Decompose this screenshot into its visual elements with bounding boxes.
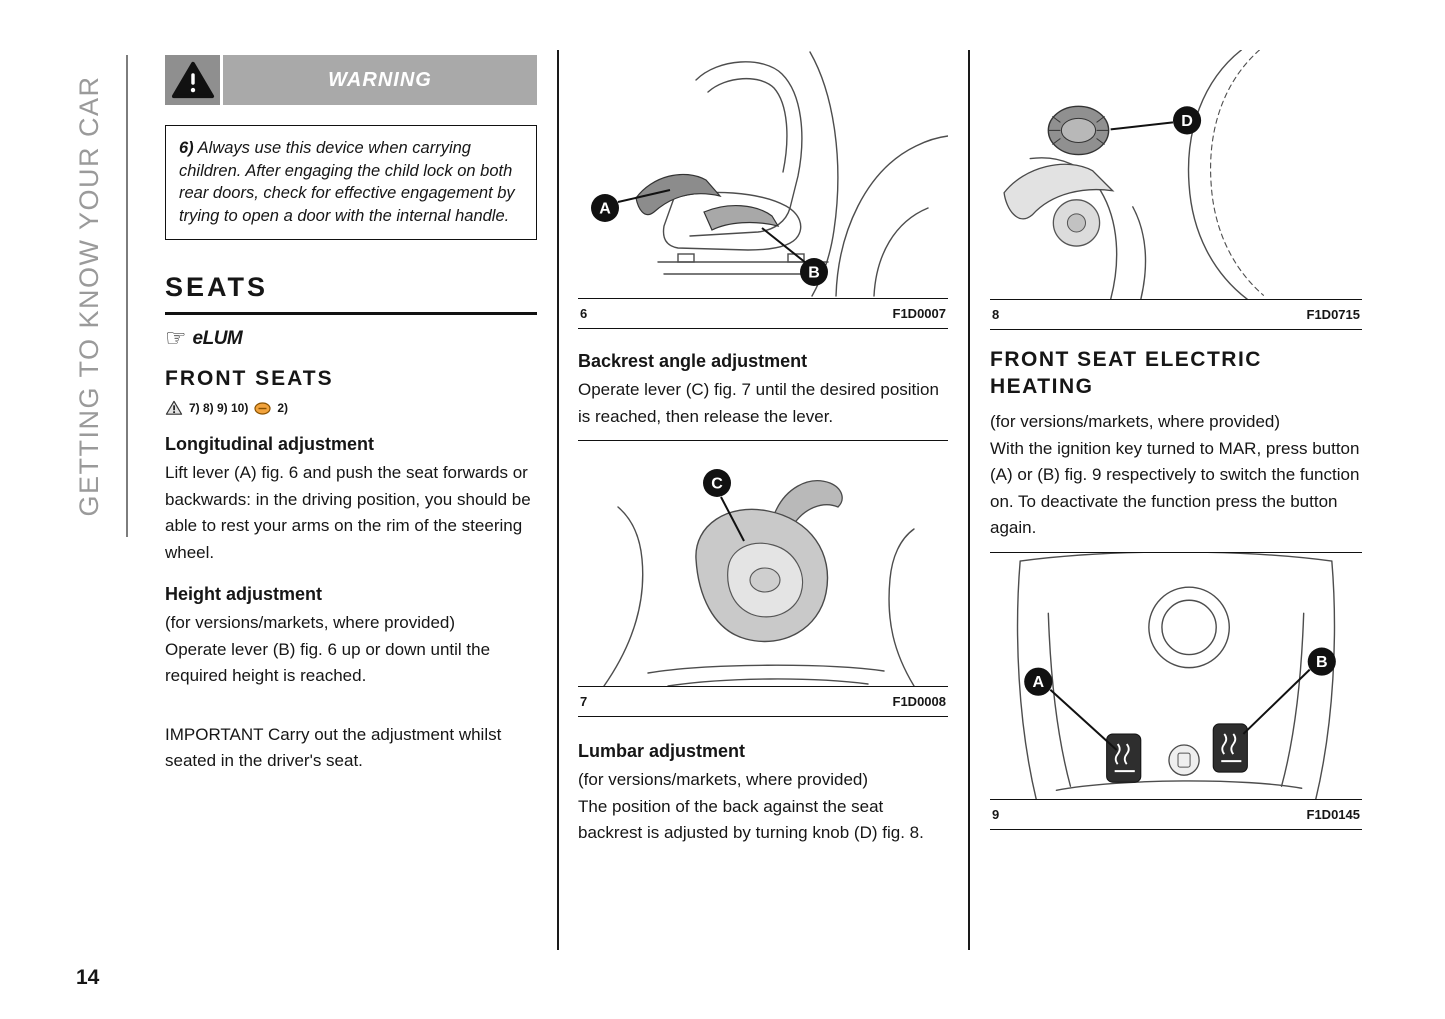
figure-9-code: F1D0145: [1306, 807, 1360, 823]
seats-heading: SEATS: [165, 272, 537, 315]
front-seats-heading: FRONT SEATS: [165, 367, 334, 390]
figure-8-number: 8: [992, 307, 1000, 323]
warning-note-text: Always use this device when carrying chi…: [179, 139, 515, 225]
figure-6-number: 6: [580, 306, 588, 321]
figure-6-caption: 6 F1D0007: [578, 298, 948, 329]
reference-icons-row: 7) 8) 9) 10) 2): [165, 400, 537, 416]
right-column: D 8 F1D0715 FRONT SEAT ELECTRIC HEATING …: [990, 50, 1362, 831]
figure-6: A B 6 F1D0007: [578, 50, 948, 329]
svg-text:B: B: [1316, 653, 1328, 671]
figure-9-caption: 9 F1D0145: [990, 799, 1362, 831]
backrest-body: Operate lever (C) fig. 7 until the desir…: [578, 380, 939, 426]
warning-title: WARNING: [328, 68, 432, 91]
important-note: IMPORTANT Carry out the adjustment whils…: [165, 724, 502, 771]
lumbar-heading: Lumbar adjustment: [578, 741, 746, 761]
figure-9-number: 9: [992, 807, 1000, 823]
figure-6-code: F1D0007: [892, 306, 946, 321]
heated-seat-button-right: [1212, 723, 1248, 773]
reference-numbers-secondary: 2): [277, 401, 289, 415]
reference-numbers-primary: 7) 8) 9) 10): [189, 401, 249, 415]
figure-9: A B 9 F1D0145: [990, 552, 1362, 831]
figure-9-label-a: A: [1024, 667, 1118, 751]
warning-note: 6)Always use this device when carrying c…: [165, 125, 537, 240]
lumbar-note: (for versions/markets, where provided): [578, 770, 869, 789]
longitudinal-body: Lift lever (A) fig. 6 and push the seat …: [165, 463, 531, 562]
figure-7-label-c: C: [703, 469, 745, 542]
page-number: 14: [76, 966, 100, 989]
height-note: (for versions/markets, where provided): [165, 613, 456, 632]
lumbar-body: The position of the back against the sea…: [578, 796, 924, 843]
svg-text:C: C: [711, 476, 723, 493]
column-divider-1: [557, 50, 559, 950]
amber-mini-icon: [254, 401, 271, 415]
figure-6-label-b: B: [761, 227, 828, 286]
svg-text:A: A: [1032, 673, 1044, 691]
svg-text:A: A: [599, 201, 611, 218]
heating-heading: FRONT SEAT ELECTRIC HEATING: [990, 348, 1262, 399]
heated-seat-button-left: [1106, 733, 1142, 783]
figure-8-caption: 8 F1D0715: [990, 299, 1362, 331]
svg-text:B: B: [808, 265, 820, 282]
sidebar-divider: [126, 55, 128, 537]
figure-7-caption: 7 F1D0008: [578, 686, 948, 717]
svg-text:D: D: [1181, 112, 1193, 130]
figure-7-top-rule: [578, 440, 948, 441]
figure-8: D 8 F1D0715: [990, 50, 1362, 331]
figure-6-drawing: A B: [591, 51, 948, 297]
middle-column: A B 6 F1D0007 Backrest angle adjustment …: [578, 50, 948, 857]
warning-triangle-icon: [171, 61, 214, 99]
figure-7: C 7 F1D0008: [578, 441, 948, 717]
longitudinal-heading: Longitudinal adjustment: [165, 434, 374, 454]
height-body: Operate lever (B) fig. 6 up or down unti…: [165, 639, 491, 686]
figure-7-number: 7: [580, 694, 588, 709]
heating-note: (for versions/markets, where provided): [990, 412, 1281, 432]
warning-note-ref: 6): [179, 139, 194, 157]
backrest-heading: Backrest angle adjustment: [578, 351, 808, 371]
height-heading: Height adjustment: [165, 584, 323, 604]
figure-9-drawing: A B: [1016, 552, 1336, 800]
figure-8-drawing: D: [1003, 50, 1265, 300]
figure-9-label-b: B: [1242, 647, 1336, 735]
pointing-hand-icon: ☞: [165, 325, 187, 352]
column-divider-2: [968, 50, 970, 950]
heating-body: With the ignition key turned to MAR, pre…: [990, 438, 1360, 538]
warning-mini-icon: [165, 400, 183, 415]
warning-header: WARNING: [165, 55, 537, 105]
warning-title-bar: WARNING: [223, 55, 537, 105]
elum-label: eLUM: [192, 328, 243, 349]
left-column: WARNING 6)Always use this device when ca…: [165, 55, 537, 785]
figure-8-label-d: D: [1110, 106, 1202, 135]
figure-7-code: F1D0008: [892, 694, 946, 709]
figure-7-drawing: C: [603, 469, 915, 686]
figure-8-code: F1D0715: [1306, 307, 1360, 323]
chapter-sidebar-label: GETTING TO KNOW YOUR CAR: [74, 75, 104, 517]
figure-6-label-a: A: [591, 189, 671, 222]
warning-icon-box: [165, 55, 223, 105]
elum-logo: ☞ eLUM: [165, 327, 537, 351]
